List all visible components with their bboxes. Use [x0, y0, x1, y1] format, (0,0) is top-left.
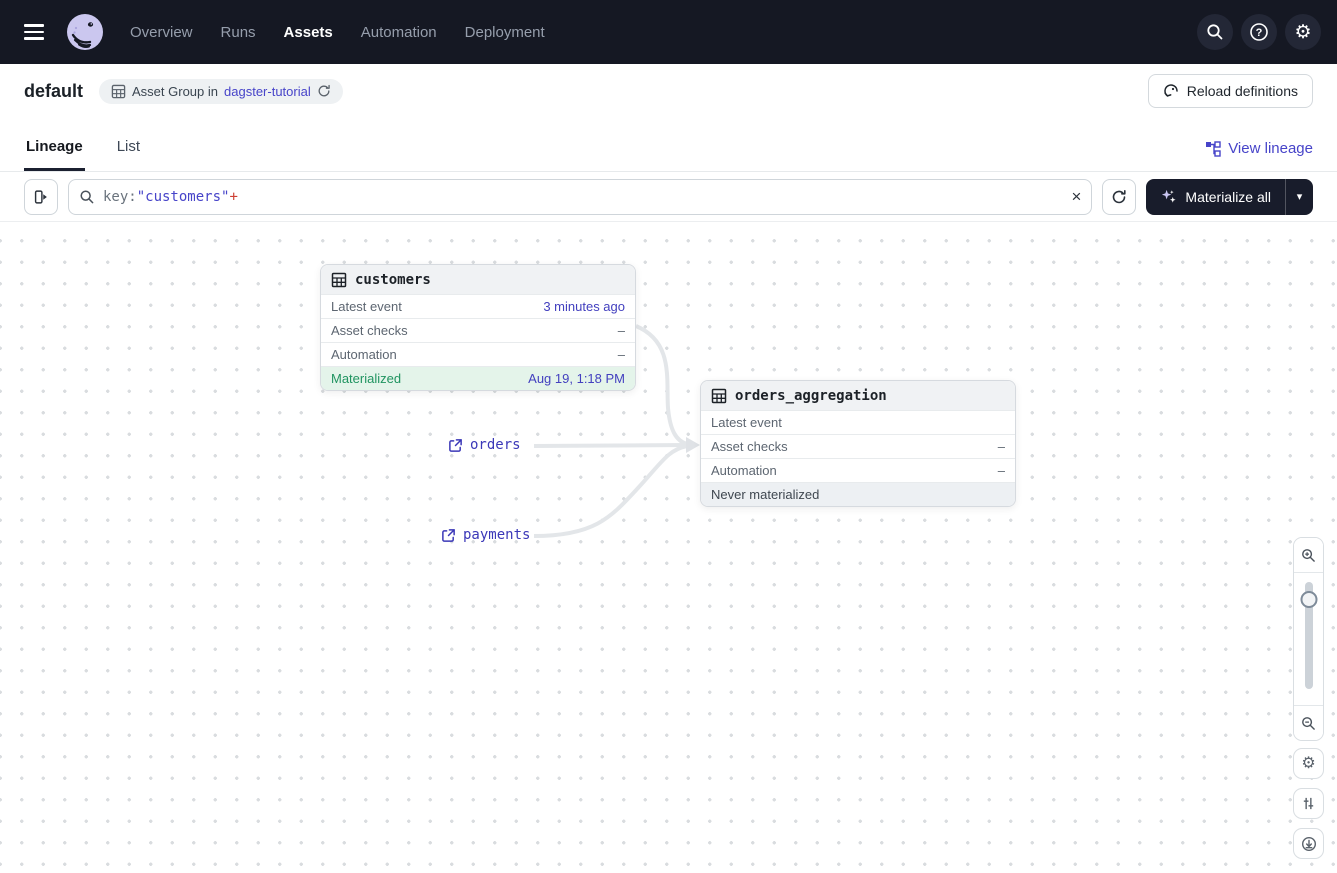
zoom-in-icon[interactable]: [1294, 538, 1323, 573]
reload-definitions-label: Reload definitions: [1186, 83, 1298, 99]
table-icon: [711, 388, 727, 403]
refresh-graph-button[interactable]: [1102, 178, 1137, 215]
materialize-all-label: Materialize all: [1185, 188, 1271, 205]
external-asset-label: payments: [463, 527, 531, 543]
external-link-icon: [449, 438, 462, 452]
node-row-automation: Automation –: [701, 458, 1015, 482]
view-lineage-label: View lineage: [1228, 140, 1313, 157]
materialize-all-button[interactable]: Materialize all: [1146, 179, 1285, 215]
svg-text:?: ?: [1256, 27, 1263, 39]
asset-group-badge: Asset Group in dagster-tutorial: [99, 78, 343, 104]
code-location-icon: [1163, 84, 1178, 97]
table-icon: [111, 84, 126, 98]
clear-search-icon[interactable]: ×: [1071, 187, 1082, 206]
repo-link[interactable]: dagster-tutorial: [224, 83, 311, 99]
materialize-split-button: Materialize all ▾: [1146, 178, 1313, 215]
node-row-latest-event: Latest event: [701, 410, 1015, 434]
dagster-logo[interactable]: [66, 13, 104, 51]
materialized-timestamp[interactable]: Aug 19, 1:18 PM: [528, 371, 625, 386]
node-row-automation: Automation –: [321, 342, 635, 366]
graph-settings-icon[interactable]: ⚙: [1293, 748, 1324, 779]
menu-icon[interactable]: [24, 18, 52, 46]
sparkle-icon: [1162, 189, 1176, 203]
external-asset-payments[interactable]: payments: [441, 527, 530, 543]
asset-name: orders_aggregation: [735, 387, 887, 404]
edge-arrowhead: [686, 437, 700, 453]
recenter-graph-icon[interactable]: [1293, 828, 1324, 859]
nav-item-assets[interactable]: Assets: [283, 23, 333, 41]
materialized-status: Never materialized: [711, 487, 820, 502]
view-lineage-link[interactable]: View lineage: [1205, 140, 1313, 157]
node-row-asset-checks: Asset checks –: [321, 318, 635, 342]
page-header: default Asset Group in dagster-tutorial …: [0, 64, 1337, 118]
asset-node-header[interactable]: orders_aggregation: [701, 381, 1015, 410]
materialized-status: Materialized: [331, 371, 402, 386]
latest-event-value[interactable]: 3 minutes ago: [543, 299, 625, 314]
tab-lineage[interactable]: Lineage: [24, 124, 85, 171]
nav-item-overview[interactable]: Overview: [130, 23, 193, 41]
tab-list[interactable]: List: [116, 138, 141, 155]
settings-icon[interactable]: ⚙: [1285, 14, 1321, 50]
node-row-asset-checks: Asset checks –: [701, 434, 1015, 458]
graph-filters-icon[interactable]: [1293, 788, 1324, 819]
search-icon[interactable]: [1197, 14, 1233, 50]
tabs-bar: Lineage List View lineage: [0, 118, 1337, 172]
asset-name: customers: [355, 271, 431, 288]
zoom-out-icon[interactable]: [1294, 705, 1323, 740]
zoom-slider-track[interactable]: [1304, 582, 1313, 689]
help-icon[interactable]: ?: [1241, 14, 1277, 50]
nav-item-deployment[interactable]: Deployment: [464, 23, 545, 41]
zoom-slider-handle[interactable]: [1300, 591, 1317, 608]
node-row-materialized: Materialized Aug 19, 1:18 PM: [321, 366, 635, 390]
page-title: default: [24, 80, 84, 101]
node-row-never-materialized: Never materialized: [701, 482, 1015, 506]
asset-search-input[interactable]: key:"customers"+ ×: [68, 178, 1093, 215]
panel-expand-icon: [34, 189, 47, 204]
nav-item-runs[interactable]: Runs: [220, 23, 256, 41]
external-asset-orders[interactable]: orders: [448, 437, 521, 453]
refresh-icon: [1113, 189, 1127, 203]
query-key: key:: [103, 188, 137, 205]
asset-node-orders-aggregation[interactable]: orders_aggregation Latest event Asset ch…: [700, 380, 1016, 507]
badge-label: Asset Group in: [132, 83, 219, 99]
query-operator: +: [229, 188, 238, 205]
lineage-graph-canvas[interactable]: customers Latest event 3 minutes ago Ass…: [0, 222, 1337, 873]
zoom-slider[interactable]: [1294, 573, 1323, 705]
nav-item-automation[interactable]: Automation: [360, 23, 437, 41]
search-icon: [80, 189, 94, 203]
refresh-icon[interactable]: [317, 84, 331, 98]
zoom-control-panel: [1293, 537, 1324, 741]
toggle-sidebar-button[interactable]: [24, 178, 58, 215]
top-nav-bar: Overview Runs Assets Automation Deployme…: [0, 0, 1337, 64]
materialize-dropdown-icon[interactable]: ▾: [1285, 178, 1313, 215]
asset-node-header[interactable]: customers: [321, 265, 635, 294]
external-link-icon: [442, 528, 455, 542]
table-icon: [331, 272, 347, 287]
external-asset-label: orders: [470, 437, 521, 453]
query-value: "customers": [136, 188, 230, 205]
lineage-toolbar: key:"customers"+ × Materialize all ▾: [0, 172, 1337, 222]
node-row-latest-event: Latest event 3 minutes ago: [321, 294, 635, 318]
lineage-edges: [533, 324, 700, 538]
reload-definitions-button[interactable]: Reload definitions: [1147, 74, 1313, 108]
lineage-graph-icon: [1206, 140, 1221, 157]
asset-node-customers[interactable]: customers Latest event 3 minutes ago Ass…: [320, 264, 636, 391]
primary-nav: Overview Runs Assets Automation Deployme…: [130, 24, 545, 41]
